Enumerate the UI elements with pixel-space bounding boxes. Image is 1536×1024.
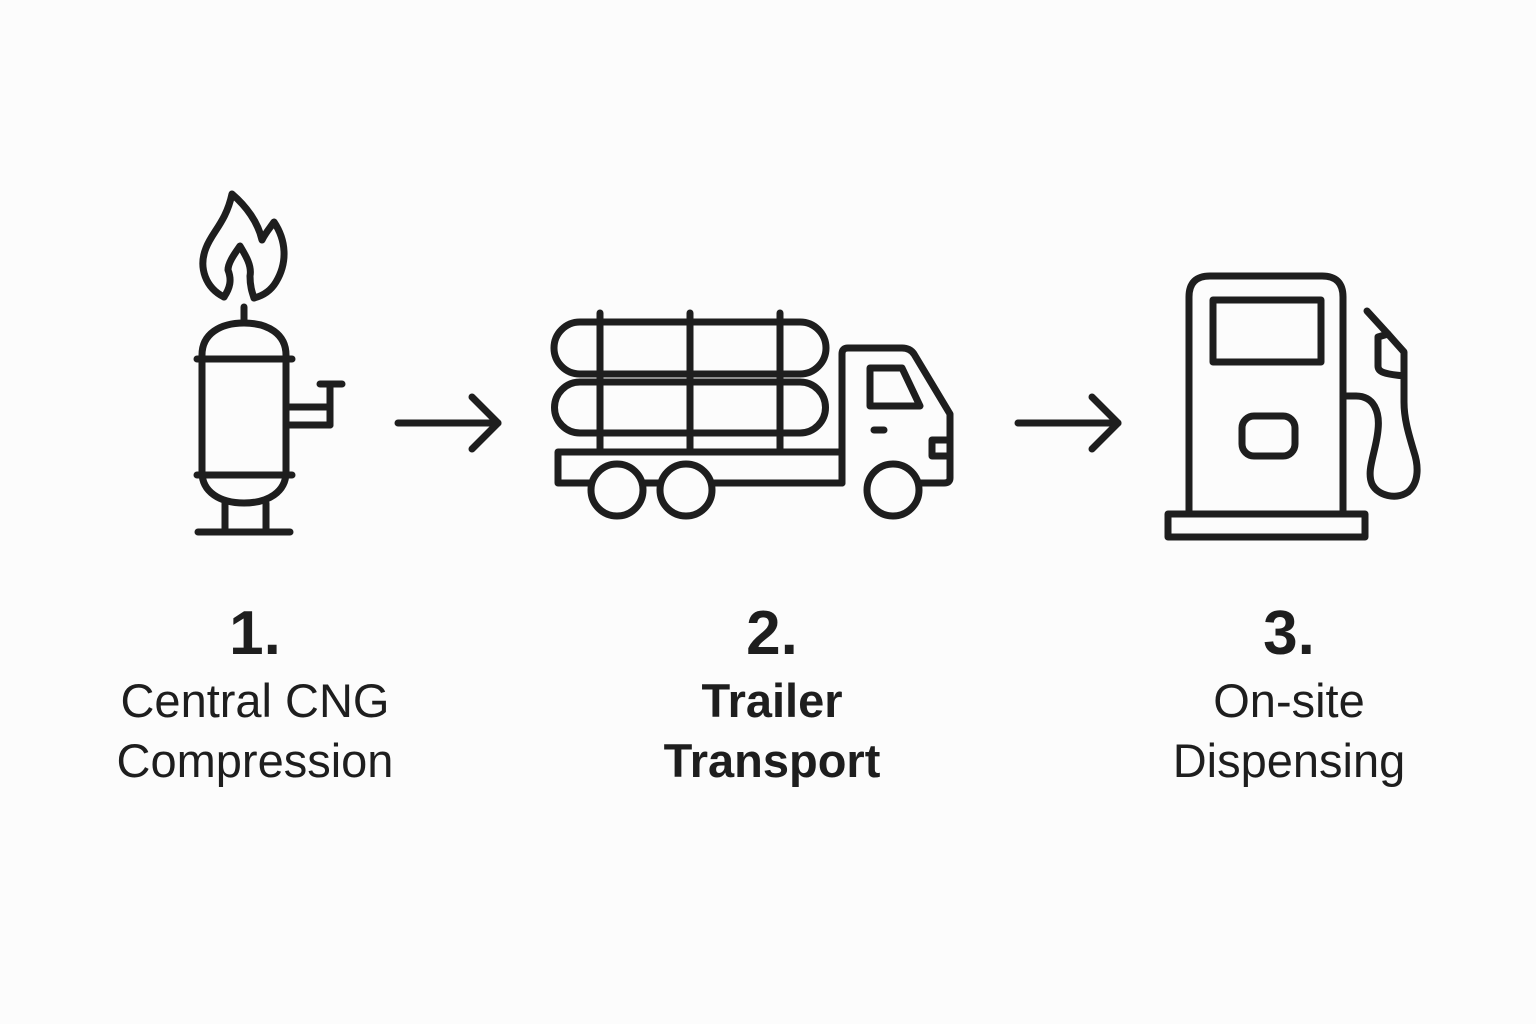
step-1-label: 1. Central CNG Compression (55, 603, 455, 791)
step-title: On-site Dispensing (1089, 671, 1489, 791)
step-title: Central CNG Compression (55, 671, 455, 791)
step-title-line: Trailer (701, 674, 843, 727)
arrow-right-icon (394, 393, 502, 453)
step-3-label: 3. On-site Dispensing (1089, 603, 1489, 791)
step-number: 2. (746, 599, 798, 668)
step-title: Trailer Transport (572, 671, 972, 791)
step-title-line: Transport (663, 734, 881, 787)
step-2-label: 2. Trailer Transport (572, 603, 972, 791)
step-title-line: Dispensing (1172, 734, 1406, 787)
step-number: 1. (229, 599, 281, 668)
step-title-line: Compression (116, 734, 394, 787)
step-title-line: On-site (1213, 674, 1365, 727)
step-number: 3. (1263, 599, 1315, 668)
arrow-right-icon (1014, 393, 1122, 453)
gas-compressor-tank-with-flame-icon (193, 190, 346, 536)
step-title-line: Central CNG (120, 674, 390, 727)
fuel-dispenser-pump-icon (1164, 272, 1421, 541)
tube-trailer-truck-icon (550, 309, 954, 520)
